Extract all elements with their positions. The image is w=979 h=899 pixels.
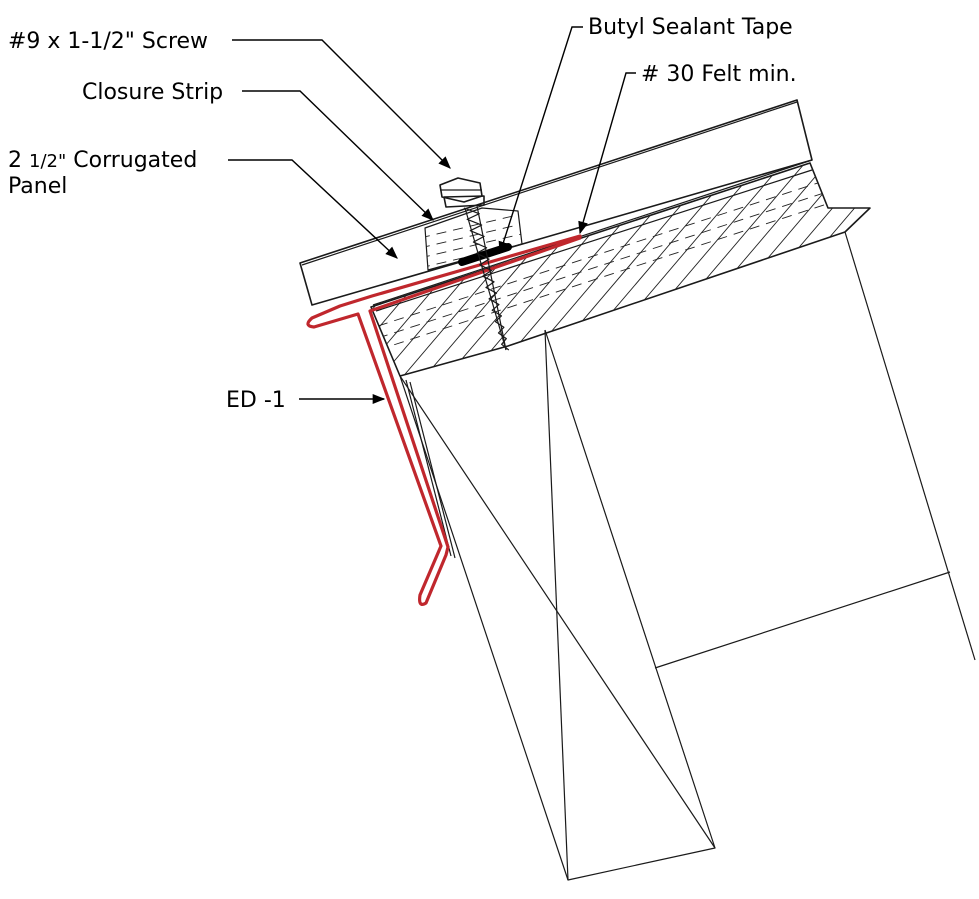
rafter-framing (399, 231, 976, 881)
felt-leader (578, 72, 636, 235)
screw-leader (232, 39, 451, 169)
closure-strip-leader (242, 90, 434, 221)
butyl-tape-label: Butyl Sealant Tape (588, 15, 793, 40)
screw (439, 177, 510, 351)
ed1-label: ED -1 (226, 388, 286, 413)
butyl-tape-leader (498, 26, 583, 255)
callout-labels: #9 x 1-1/2" Screw Closure Strip 2 1/2" C… (8, 15, 797, 413)
panel-label-line1: 2 1/2" Corrugated (8, 148, 197, 173)
closure-strip-label: Closure Strip (82, 80, 223, 105)
panel-leader (228, 159, 398, 259)
felt-label: # 30 Felt min. (641, 62, 797, 87)
felt-underlayment (372, 159, 813, 306)
screw-label: #9 x 1-1/2" Screw (8, 29, 208, 54)
leader-lines (228, 26, 636, 405)
ed1-flashing (306, 234, 582, 606)
panel-label-line2: Panel (8, 174, 67, 199)
